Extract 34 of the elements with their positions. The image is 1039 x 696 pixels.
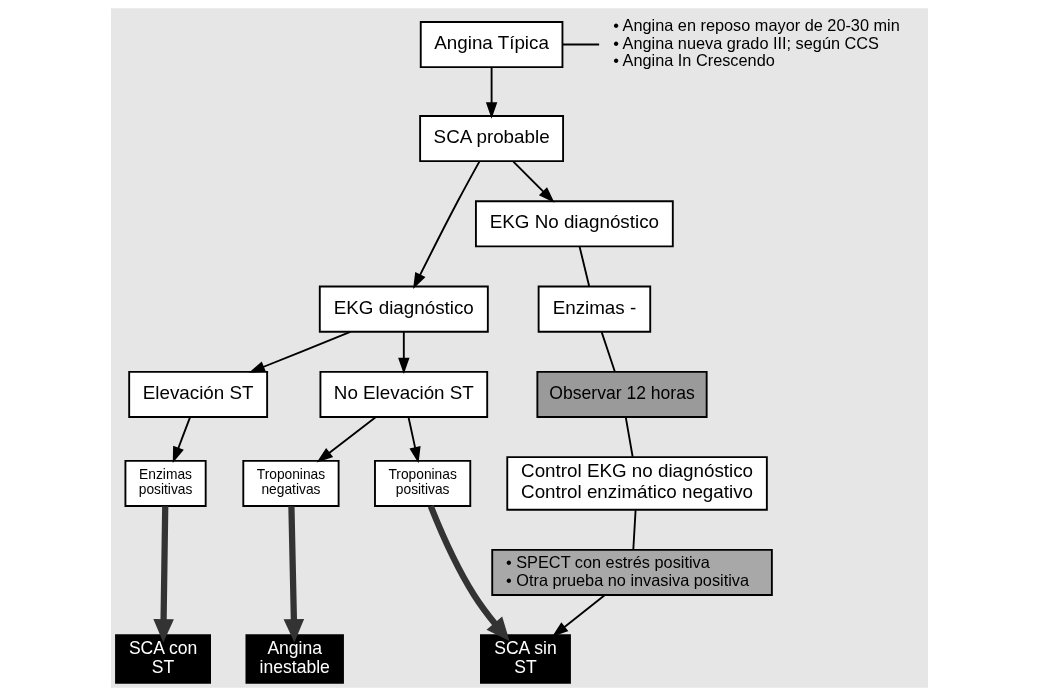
node-box: SCA sin ST: [480, 634, 571, 684]
connector: [624, 416, 634, 458]
node-box: Control EKG no diagnóstico Control enzimático negativo: [506, 456, 768, 511]
node-box: Elevación ST: [128, 370, 269, 418]
arrow: [153, 506, 174, 643]
node-box: Enzimas -: [537, 285, 652, 333]
connector: [632, 509, 637, 551]
node-box: SCA probable: [419, 115, 565, 163]
node-box: SCA con ST: [115, 634, 211, 684]
connector: [561, 43, 601, 46]
node-box: Troponinas positivas: [374, 459, 472, 507]
arrow: [398, 331, 410, 375]
arrow: [407, 416, 421, 464]
node-box: Troponinas negativas: [242, 459, 340, 507]
arrow: [413, 160, 481, 290]
node-box: EKG No diagnóstico: [475, 200, 674, 248]
arrow: [172, 416, 192, 464]
node-box: No Elevación ST: [319, 370, 489, 418]
node-box: Enzimas positivas: [124, 459, 207, 507]
arrow: [427, 505, 510, 641]
node-box: Angina inestable: [245, 634, 344, 684]
arrow: [485, 66, 498, 119]
arrow: [512, 160, 555, 203]
arrow: [552, 594, 606, 637]
node-box: EKG diagnóstico: [318, 285, 489, 333]
connector: [600, 331, 616, 373]
node-box: • SPECT con estrés positiva • Otra prueba no invasiva positiva: [491, 548, 773, 596]
node-box: Observar 12 horas: [536, 370, 708, 418]
node-text: • Angina en reposo mayor de 20-30 min • Angina nueva grado III; según CCS • Angina In Crescendo: [613, 16, 900, 70]
arrow: [316, 416, 377, 463]
arrow: [248, 330, 352, 373]
node-box: Angina Típica: [419, 21, 564, 69]
arrow: [283, 506, 305, 643]
connector: [578, 245, 591, 287]
